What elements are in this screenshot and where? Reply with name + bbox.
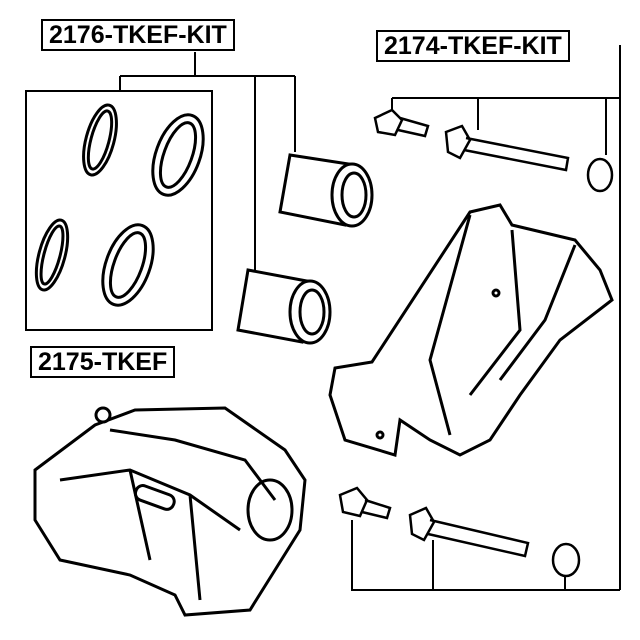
caliper-seal-kit-label: 2176-TKEF-KIT xyxy=(41,19,235,51)
guide-pin-kit-label: 2174-TKEF-KIT xyxy=(376,30,570,62)
seal-rings xyxy=(34,103,205,307)
leader-lines xyxy=(119,45,621,591)
seal-kit-label: 2175-TKEF xyxy=(30,346,176,378)
seal-kit-frame xyxy=(25,90,213,331)
pistons xyxy=(236,153,374,345)
caliper-body xyxy=(33,406,307,617)
guide-bolts xyxy=(338,108,614,578)
caliper-bracket xyxy=(328,203,614,457)
